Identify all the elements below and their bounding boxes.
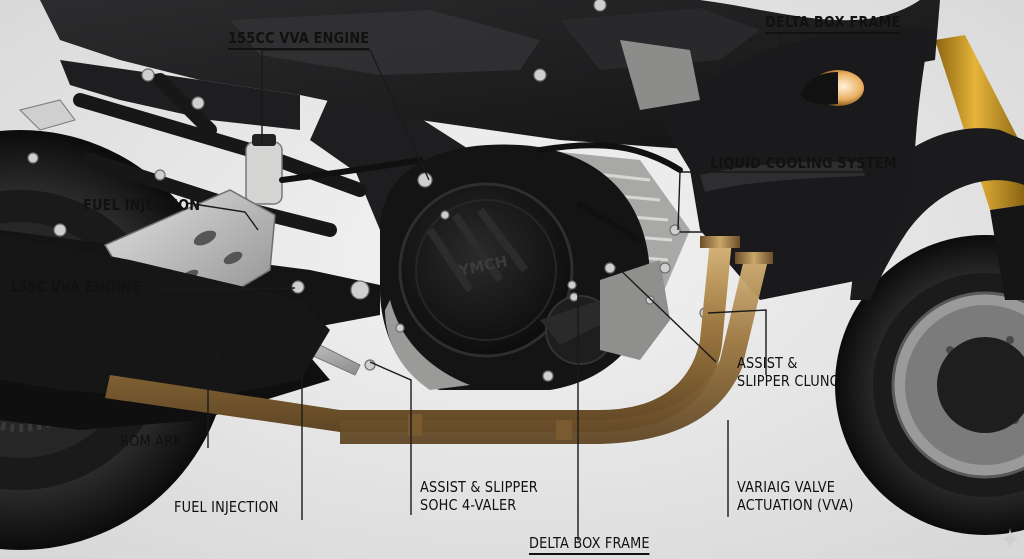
turn-signal (800, 70, 864, 106)
label-engine-top: 155CC VVA ENGINE (228, 29, 370, 50)
label-vva-line2: ACTUATION (VVA) (737, 496, 854, 514)
coolant-reservoir (245, 134, 283, 205)
label-assist-right-line2: SLIPPER CLUNCH (737, 372, 849, 390)
label-assist-slipper-right: ASSIST & SLIPPER CLUNCH (737, 354, 849, 390)
muffler (0, 235, 330, 400)
label-vva-line1: VARIAIG VALVE (737, 478, 836, 496)
label-assist-sohc-bottom: ASSIST & SLIPPER SOHC 4-VALER (420, 478, 538, 514)
label-delta-box-bottom: DELTA BOX FRAME (529, 534, 650, 555)
coolant-hoses (279, 142, 683, 243)
sparkle-icon (999, 528, 1021, 550)
front-wheel (835, 235, 1024, 535)
label-vva: VARIAIG VALVE ACTUATION (VVA) (737, 478, 854, 514)
label-assist-bottom-line1: ASSIST & SLIPPER (420, 478, 538, 496)
label-liquid-cooling: LIQUID COOLING SYSTEM (710, 154, 897, 172)
label-engine-left: 155C VVA ENGINE (9, 278, 141, 296)
label-fuel-injection-bottom: FUEL INJECTION (174, 498, 279, 516)
label-fuel-injection-left: FUEL INJECTION (83, 196, 201, 214)
leader-lines (159, 32, 905, 540)
label-assist-right-line1: ASSIST & (737, 354, 798, 372)
label-rom-ark: ROM ARK (120, 432, 182, 450)
label-delta-box-top: DELTA BOX FRAME (765, 13, 901, 34)
label-assist-bottom-line2: SOHC 4-VALER (420, 496, 517, 514)
